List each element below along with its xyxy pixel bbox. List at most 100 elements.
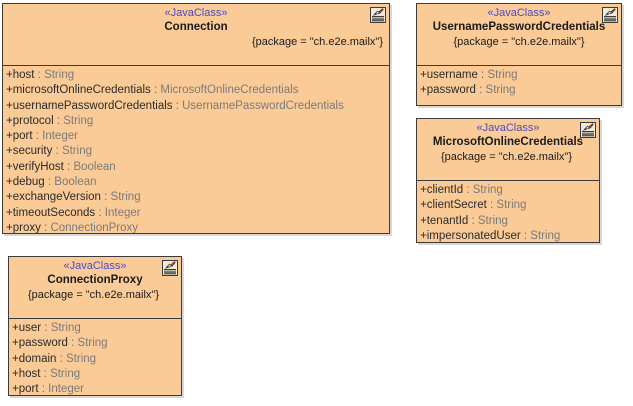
attribute-row: +clientId : String [420,183,597,198]
uml-class-connection[interactable]: «JavaClass» Connection {package = "ch.e2… [2,3,390,234]
attribute-visibility: + [420,229,427,242]
attribute-type: String [66,352,97,365]
attribute-visibility: + [6,84,13,97]
attribute-visibility: + [6,160,13,173]
attribute-separator: : [44,176,55,189]
attribute-type: String [477,214,508,227]
attribute-row: +debug : Boolean [6,175,387,190]
java-class-icon [602,7,618,23]
uml-class-microsoft-online-credentials[interactable]: «JavaClass» MicrosoftOnlineCredentials {… [416,118,600,243]
attribute-separator: : [56,352,67,365]
attribute-separator: : [172,99,183,112]
attribute-separator: : [52,145,62,158]
attribute-separator: : [468,214,478,227]
attribute-row: +username : String [420,68,619,83]
attribute-visibility: + [420,69,427,81]
attribute-visibility: + [6,206,13,219]
class-name: ConnectionProxy [47,274,143,286]
attribute-separator: : [32,130,43,143]
attribute-row: +port : Integer [12,382,179,396]
attribute-name: port [12,130,33,143]
class-header: «JavaClass» Connection {package = "ch.e2… [3,4,389,66]
attribute-row: +clientSecret : String [420,198,597,213]
class-attributes: +user : String +password : String +domai… [9,319,181,396]
attribute-separator: : [475,84,486,97]
uml-class-connection-proxy[interactable]: «JavaClass» ConnectionProxy {package = "… [8,256,182,396]
attribute-type: String [487,69,518,81]
attribute-type: String [530,229,561,242]
class-stereotype: «JavaClass» [476,122,540,134]
attribute-visibility: + [12,383,19,396]
class-package-tag: {package = "ch.e2e.mailx"} [453,36,585,48]
attribute-name: clientId [426,184,464,196]
java-class-icon [580,122,596,138]
attribute-visibility: + [6,145,13,158]
attribute-row: +security : String [6,144,387,159]
attribute-row: +exchangeVersion : String [6,190,387,205]
attribute-name: port [18,383,39,396]
attribute-type: Boolean [54,176,97,189]
attribute-type: String [77,337,108,350]
attribute-separator: : [63,160,74,173]
attribute-visibility: + [6,130,13,143]
attribute-type: UsernamePasswordCredentials [182,99,344,112]
class-header: «JavaClass» UsernamePasswordCredentials … [417,4,621,66]
class-attributes: +host : String +microsoftOnlineCredentia… [3,66,389,234]
class-stereotype: «JavaClass» [487,7,551,19]
attribute-visibility: + [12,322,19,334]
attribute-separator: : [100,191,111,204]
attribute-separator: : [40,221,51,234]
attribute-name: proxy [12,221,41,234]
attribute-visibility: + [12,367,19,380]
attribute-name: verifyHost [12,160,64,173]
class-package-tag: {package = "ch.e2e.mailx"} [251,36,383,48]
attribute-type: String [44,69,75,81]
attribute-separator: : [520,229,531,242]
attribute-visibility: + [420,199,427,212]
attribute-type: MicrosoftOnlineCredentials [160,84,299,97]
attribute-row: +domain : String [12,352,179,367]
class-stereotype: «JavaClass» [63,260,127,272]
attribute-separator: : [34,69,45,81]
attribute-row: +host : String [6,68,387,83]
attribute-separator: : [477,69,488,81]
attribute-visibility: + [420,84,427,97]
attribute-visibility: + [12,352,19,365]
attribute-name: password [18,337,68,350]
attribute-type: Integer [104,206,141,219]
attribute-separator: : [95,206,105,219]
attribute-row: +microsoftOnlineCredentials : MicrosoftO… [6,83,387,98]
attribute-visibility: + [420,184,427,196]
attribute-name: password [426,84,476,97]
attribute-visibility: + [6,69,13,81]
attribute-type: Boolean [73,160,116,173]
attribute-type: String [50,367,81,380]
attribute-row: +port : Integer [6,129,387,144]
attribute-name: timeoutSeconds [12,206,96,219]
attribute-row: +password : String [12,336,179,351]
attribute-type: String [63,114,94,127]
attribute-name: user [18,322,42,334]
attribute-type: Integer [48,383,84,396]
class-package-tag: {package = "ch.e2e.mailx"} [27,289,160,301]
attribute-name: tenantId [426,214,469,227]
attribute-row: +tenantId : String [420,214,597,229]
attribute-name: exchangeVersion [12,191,101,204]
attribute-name: clientSecret [426,199,487,212]
java-class-icon [370,7,386,23]
attribute-name: security [12,145,53,158]
attribute-row: +host : String [12,367,179,382]
attribute-type: String [50,322,81,334]
attribute-name: debug [12,176,45,189]
attribute-visibility: + [6,99,13,112]
attribute-visibility: + [420,214,427,227]
attribute-type: String [485,84,516,97]
uml-class-username-password-credentials[interactable]: «JavaClass» UsernamePasswordCredentials … [416,3,622,106]
class-attributes: +username : String +password : String [417,66,621,102]
attribute-type: ConnectionProxy [50,221,139,234]
attribute-separator: : [40,367,51,380]
attribute-type: String [496,199,527,212]
attribute-visibility: + [12,337,19,350]
attribute-name: impersonatedUser [426,229,521,242]
